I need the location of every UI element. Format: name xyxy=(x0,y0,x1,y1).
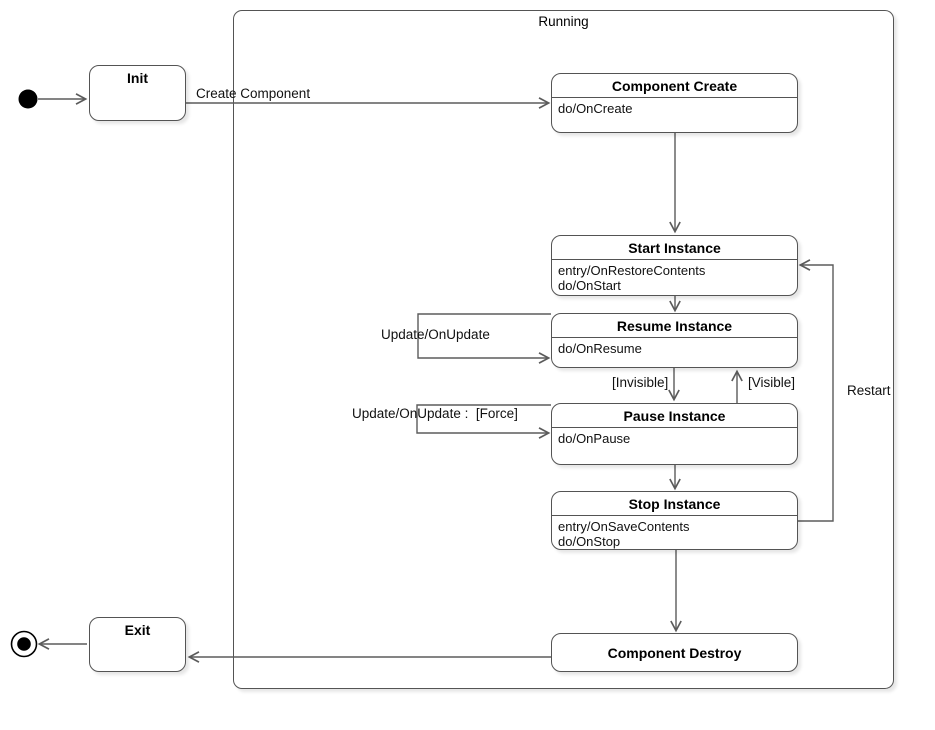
state-component-destroy[interactable]: Component Destroy xyxy=(551,633,798,672)
state-activity: do/OnStop xyxy=(558,534,621,549)
state-activity: do/OnPause xyxy=(558,431,631,446)
state-pause-instance[interactable]: Pause Instance do/OnPause xyxy=(551,403,798,465)
state-resume-instance[interactable]: Resume Instance do/OnResume xyxy=(551,313,798,368)
state-activity: entry/OnRestoreContents xyxy=(558,263,706,278)
transition-label-invisible[interactable]: [Invisible] xyxy=(612,375,669,390)
state-exit[interactable]: Exit xyxy=(89,617,186,672)
state-start-instance[interactable]: Start Instance entry/OnRestoreContents d… xyxy=(551,235,798,296)
state-init[interactable]: Init xyxy=(89,65,186,121)
transition-label-visible[interactable]: [Visible] xyxy=(748,375,796,390)
state-body: do/OnCreate xyxy=(552,98,797,119)
state-title: Stop Instance xyxy=(552,492,797,516)
final-state-node[interactable] xyxy=(10,630,38,658)
state-activity: entry/OnSaveContents xyxy=(558,519,690,534)
state-title: Pause Instance xyxy=(552,404,797,428)
transition-label-update-on-update-force[interactable]: Update/OnUpdate : [Force] xyxy=(352,406,518,421)
state-body: entry/OnRestoreContents do/OnStart xyxy=(552,260,797,295)
transition-label-create-component[interactable]: Create Component xyxy=(196,86,311,101)
state-title: Start Instance xyxy=(552,236,797,260)
state-component-create[interactable]: Component Create do/OnCreate xyxy=(551,73,798,133)
state-title: Exit xyxy=(124,622,151,638)
state-title: Component Destroy xyxy=(607,644,742,661)
state-body: do/OnResume xyxy=(552,338,797,359)
state-stop-instance[interactable]: Stop Instance entry/OnSaveContents do/On… xyxy=(551,491,798,550)
state-body: do/OnPause xyxy=(552,428,797,449)
state-title: Component Create xyxy=(552,74,797,98)
state-activity: do/OnCreate xyxy=(558,101,633,116)
state-title: Resume Instance xyxy=(552,314,797,338)
composite-state-label: Running xyxy=(538,14,589,29)
state-activity: do/OnStart xyxy=(558,278,621,293)
composite-state-running[interactable] xyxy=(233,10,894,689)
state-title: Init xyxy=(127,70,148,86)
transition-label-restart[interactable]: Restart xyxy=(847,383,891,398)
initial-state-node[interactable] xyxy=(18,89,38,109)
state-activity: do/OnResume xyxy=(558,341,642,356)
transition-label-update-on-update[interactable]: Update/OnUpdate xyxy=(381,327,490,342)
state-body: entry/OnSaveContents do/OnStop xyxy=(552,516,797,549)
